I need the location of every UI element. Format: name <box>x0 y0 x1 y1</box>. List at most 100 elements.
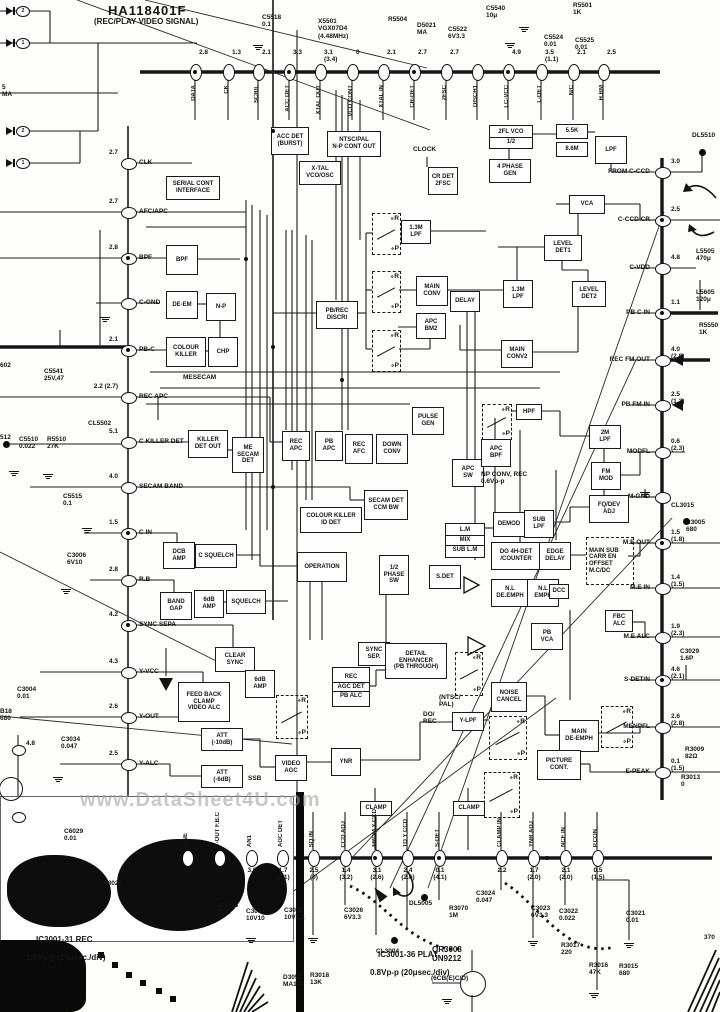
ground-bar <box>253 45 263 46</box>
pin-clamp-in <box>496 850 508 867</box>
block-label: CANCEL <box>496 697 522 703</box>
block-vca: VCA <box>569 195 605 214</box>
block-label: NOISE <box>499 690 519 697</box>
block-label: AFC <box>352 449 366 455</box>
pin-value: 5.1 <box>108 428 118 435</box>
pin-value: 3.3 <box>293 49 303 56</box>
component-label: L5605 120μ <box>696 289 715 304</box>
block-label: PB <box>542 629 552 636</box>
component-label: C3006 6V10 <box>67 552 87 567</box>
photo-speck <box>112 962 118 968</box>
junction-dot <box>660 678 664 682</box>
block-label: BAND <box>167 599 185 606</box>
pin-to-y-ccd <box>402 850 414 867</box>
ground-bar <box>53 777 63 778</box>
pin-value: 2.5 <box>108 750 118 757</box>
rec-play-switch: ∘R∘P <box>372 213 401 255</box>
block-label: PICTURE <box>545 758 573 765</box>
component-label: D3052 MA110 <box>283 974 304 989</box>
block-label: REC <box>289 439 303 446</box>
block-label: REC <box>352 442 366 449</box>
edge-pin: 2 <box>16 126 30 137</box>
component-label: C3023 6V3.3 <box>531 905 551 920</box>
ground-bar <box>103 321 107 322</box>
switch-contact <box>376 229 395 240</box>
pin-value: 2.6 <box>108 703 118 710</box>
arrow-heads <box>393 183 697 896</box>
corner-photo-fragment <box>0 940 86 1012</box>
ground-bar <box>508 47 512 48</box>
waveform-photo-rec <box>0 796 294 942</box>
junction-dot <box>244 257 248 261</box>
component-label: CL5502 <box>88 420 112 427</box>
pin-value: 1.5 <box>108 519 118 526</box>
component-label: C3022 0.022 <box>559 908 579 923</box>
block-label: BPF <box>490 453 502 459</box>
ground-bar <box>64 593 68 594</box>
switch-contact <box>281 711 302 724</box>
pin-ncf-in <box>560 850 572 867</box>
junction-dot <box>126 348 130 352</box>
pin-value: 3.0 <box>247 867 257 874</box>
diode-bar <box>13 7 15 15</box>
block-label: EDGE <box>546 549 564 556</box>
pin-label-y-out: Y-OUT <box>139 713 159 720</box>
pin-value: 2.1 <box>262 49 272 56</box>
component-label: DO/ REC <box>423 711 437 726</box>
waveform-blob <box>117 839 245 931</box>
pin-value: 3.5 (1.1) <box>545 49 559 63</box>
pin-l-det <box>536 64 548 81</box>
block-label: SUB L.M <box>446 544 484 555</box>
component-label: R5550 1K <box>699 322 719 337</box>
component-label: C5515 0.1 <box>63 493 83 508</box>
component-label: QR3008 UN9212 <box>432 945 462 963</box>
diode-bar <box>13 39 15 47</box>
pin-value: 4.6 (2.1) <box>671 666 685 680</box>
switch-contact <box>376 346 395 357</box>
switch-contact <box>459 669 478 680</box>
diode-bar <box>13 159 15 167</box>
block-demod: DEMOD <box>493 512 525 537</box>
block-label: N.L <box>505 586 515 593</box>
block-label: VCO/OSC <box>306 173 334 179</box>
pin-value: 0.1 (1.5) <box>671 758 685 772</box>
component-label: B18 680 <box>0 708 12 723</box>
pin-label-cr-det: CR-DET <box>410 85 416 108</box>
pin-label-xtal-in: XTAL IN <box>379 85 385 108</box>
ground-icon <box>252 44 264 50</box>
ground-bar <box>311 942 315 943</box>
ground-bar <box>43 474 53 475</box>
pin-value: 4.2 <box>108 611 118 618</box>
pin-value: 3.1 (3.4) <box>324 49 338 63</box>
junction-dot <box>660 541 664 545</box>
component-label: C6029 0.01 <box>64 828 84 843</box>
component-label: D5021 MA <box>417 22 437 37</box>
pin-m-e-in <box>655 583 671 595</box>
component-label: CLOCK <box>413 146 437 153</box>
block-label: YNR <box>339 758 353 765</box>
pin-label-2fsc: 2FSC <box>442 85 448 101</box>
pin-label-ck: CK <box>224 85 230 94</box>
block-label: KILLER <box>197 437 219 444</box>
pin-value: 0 <box>356 49 360 56</box>
pin-value: 2.5 (0) <box>309 867 319 881</box>
watermark: www.DataSheet4U.com <box>80 789 321 811</box>
transistor-icon <box>460 971 486 997</box>
pin-value: 4.0 <box>108 473 118 480</box>
block-label: SW <box>463 473 473 479</box>
pin-label-n-c: N/C <box>569 85 575 96</box>
block-label: BPF <box>176 256 188 263</box>
